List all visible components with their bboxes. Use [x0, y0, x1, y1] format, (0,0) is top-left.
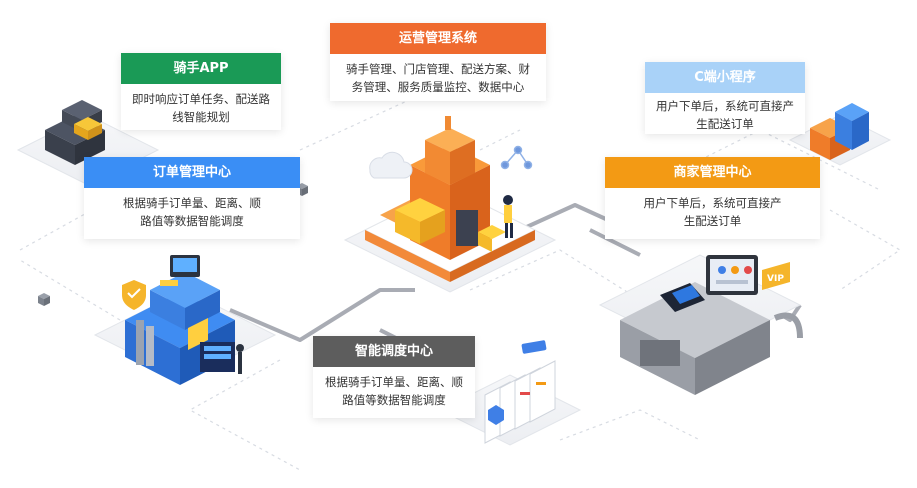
dispatch-center-description: 根据骑手订单量、距离、顺 路值等数据智能调度 [313, 367, 475, 417]
dispatch-center-desc-line2: 路值等数据智能调度 [342, 393, 446, 407]
shield-icon [122, 280, 146, 310]
merchant-center-desc-line1: 用户下单后，系统可直接产 [643, 196, 782, 210]
order-center-title: 订单管理中心 [84, 157, 300, 188]
c-mini-program-desc-line2: 生配送订单 [696, 117, 754, 131]
operations-system-card: 运营管理系统 骑手管理、门店管理、配送方案、财 务管理、服务质量监控、数据中心 [330, 23, 546, 101]
rider-app-blocks [45, 100, 105, 165]
merchant-center-description: 用户下单后，系统可直接产 生配送订单 [605, 188, 820, 238]
order-center-desc-line1: 根据骑手订单量、距离、顺 [123, 196, 261, 210]
operations-system-title: 运营管理系统 [330, 23, 546, 54]
operations-system-desc-line1: 骑手管理、门店管理、配送方案、财 [346, 62, 530, 76]
rider-app-description: 即时响应订单任务、配送路 线智能规划 [121, 84, 281, 134]
vip-badge: VIP [762, 262, 790, 290]
c-mini-program-card: C端小程序 用户下单后，系统可直接产 生配送订单 [645, 62, 805, 134]
c-mini-program-description: 用户下单后，系统可直接产 生配送订单 [645, 93, 805, 141]
mini-program-blocks [810, 103, 869, 160]
order-center-building [125, 255, 244, 385]
rider-app-desc-line2: 线智能规划 [172, 110, 230, 124]
dispatch-center-card: 智能调度中心 根据骑手订单量、距离、顺 路值等数据智能调度 [313, 336, 475, 418]
network-nodes-icon [500, 145, 533, 170]
cloud-icon [369, 151, 413, 179]
merchant-center-card: 商家管理中心 用户下单后，系统可直接产 生配送订单 [605, 157, 820, 239]
merchant-center-desc-line2: 生配送订单 [683, 214, 742, 228]
dispatch-documents [484, 340, 556, 444]
order-center-description: 根据骑手订单量、距离、顺 路值等数据智能调度 [84, 188, 300, 238]
dispatch-center-desc-line1: 根据骑手订单量、距离、顺 [325, 375, 463, 389]
operations-system-desc-line2: 务管理、服务质量监控、数据中心 [351, 80, 525, 94]
c-mini-program-desc-line1: 用户下单后，系统可直接产 [656, 99, 794, 113]
rider-app-title: 骑手APP [121, 53, 281, 84]
operations-building [363, 116, 537, 282]
order-center-card: 订单管理中心 根据骑手订单量、距离、顺 路值等数据智能调度 [84, 157, 300, 239]
svg-text:VIP: VIP [767, 274, 784, 284]
merchant-machine [620, 255, 803, 395]
merchant-center-title: 商家管理中心 [605, 157, 820, 188]
order-center-desc-line2: 路值等数据智能调度 [140, 214, 244, 228]
rider-app-card: 骑手APP 即时响应订单任务、配送路 线智能规划 [121, 53, 281, 130]
dispatch-center-title: 智能调度中心 [313, 336, 475, 367]
c-mini-program-title: C端小程序 [645, 62, 805, 93]
rider-app-desc-line1: 即时响应订单任务、配送路 [132, 92, 270, 106]
operations-system-description: 骑手管理、门店管理、配送方案、财 务管理、服务质量监控、数据中心 [330, 54, 546, 104]
